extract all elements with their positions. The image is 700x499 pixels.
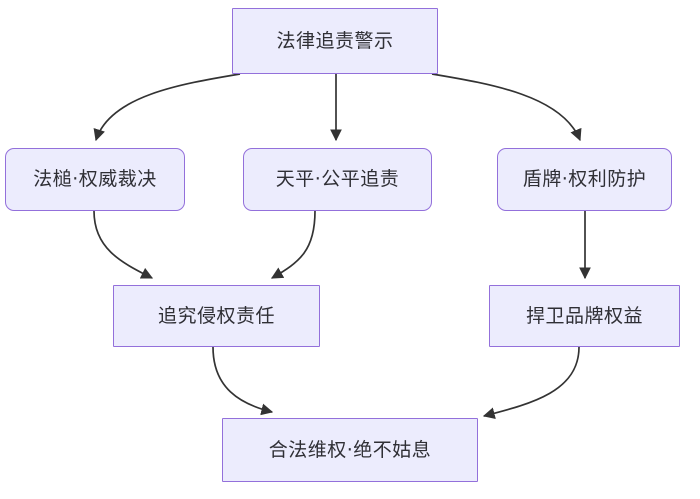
- edge-pursue-to-outcome: [212, 346, 274, 416]
- node-label: 法律追责警示: [276, 29, 394, 52]
- node-label: 合法维权·绝不姑息: [268, 438, 432, 461]
- edge-gavel-to-pursue: [93, 210, 154, 279]
- node-label: 法槌·权威裁决: [33, 168, 157, 190]
- node-scale-fair-accountability[interactable]: 天平·公平追责: [243, 148, 432, 211]
- node-pursue-infringement-liability[interactable]: 追究侵权责任: [113, 285, 320, 347]
- node-lawful-rights-defense-outcome[interactable]: 合法维权·绝不姑息: [222, 418, 478, 482]
- node-legal-warning[interactable]: 法律追责警示: [232, 8, 438, 74]
- node-label: 追究侵权责任: [157, 304, 275, 327]
- node-label: 天平·公平追责: [275, 168, 400, 190]
- node-gavel-authority-ruling[interactable]: 法槌·权威裁决: [5, 148, 185, 211]
- node-shield-rights-protection[interactable]: 盾牌·权利防护: [497, 148, 672, 211]
- node-label: 捍卫品牌权益: [525, 304, 643, 327]
- edge-scale-to-pursue: [270, 210, 316, 279]
- edge-root-to-shield: [431, 73, 582, 142]
- node-defend-brand-rights[interactable]: 捍卫品牌权益: [489, 285, 680, 347]
- node-label: 盾牌·权利防护: [522, 168, 647, 190]
- edge-defend-to-outcome: [482, 346, 580, 420]
- edge-root-to-gavel: [93, 73, 241, 142]
